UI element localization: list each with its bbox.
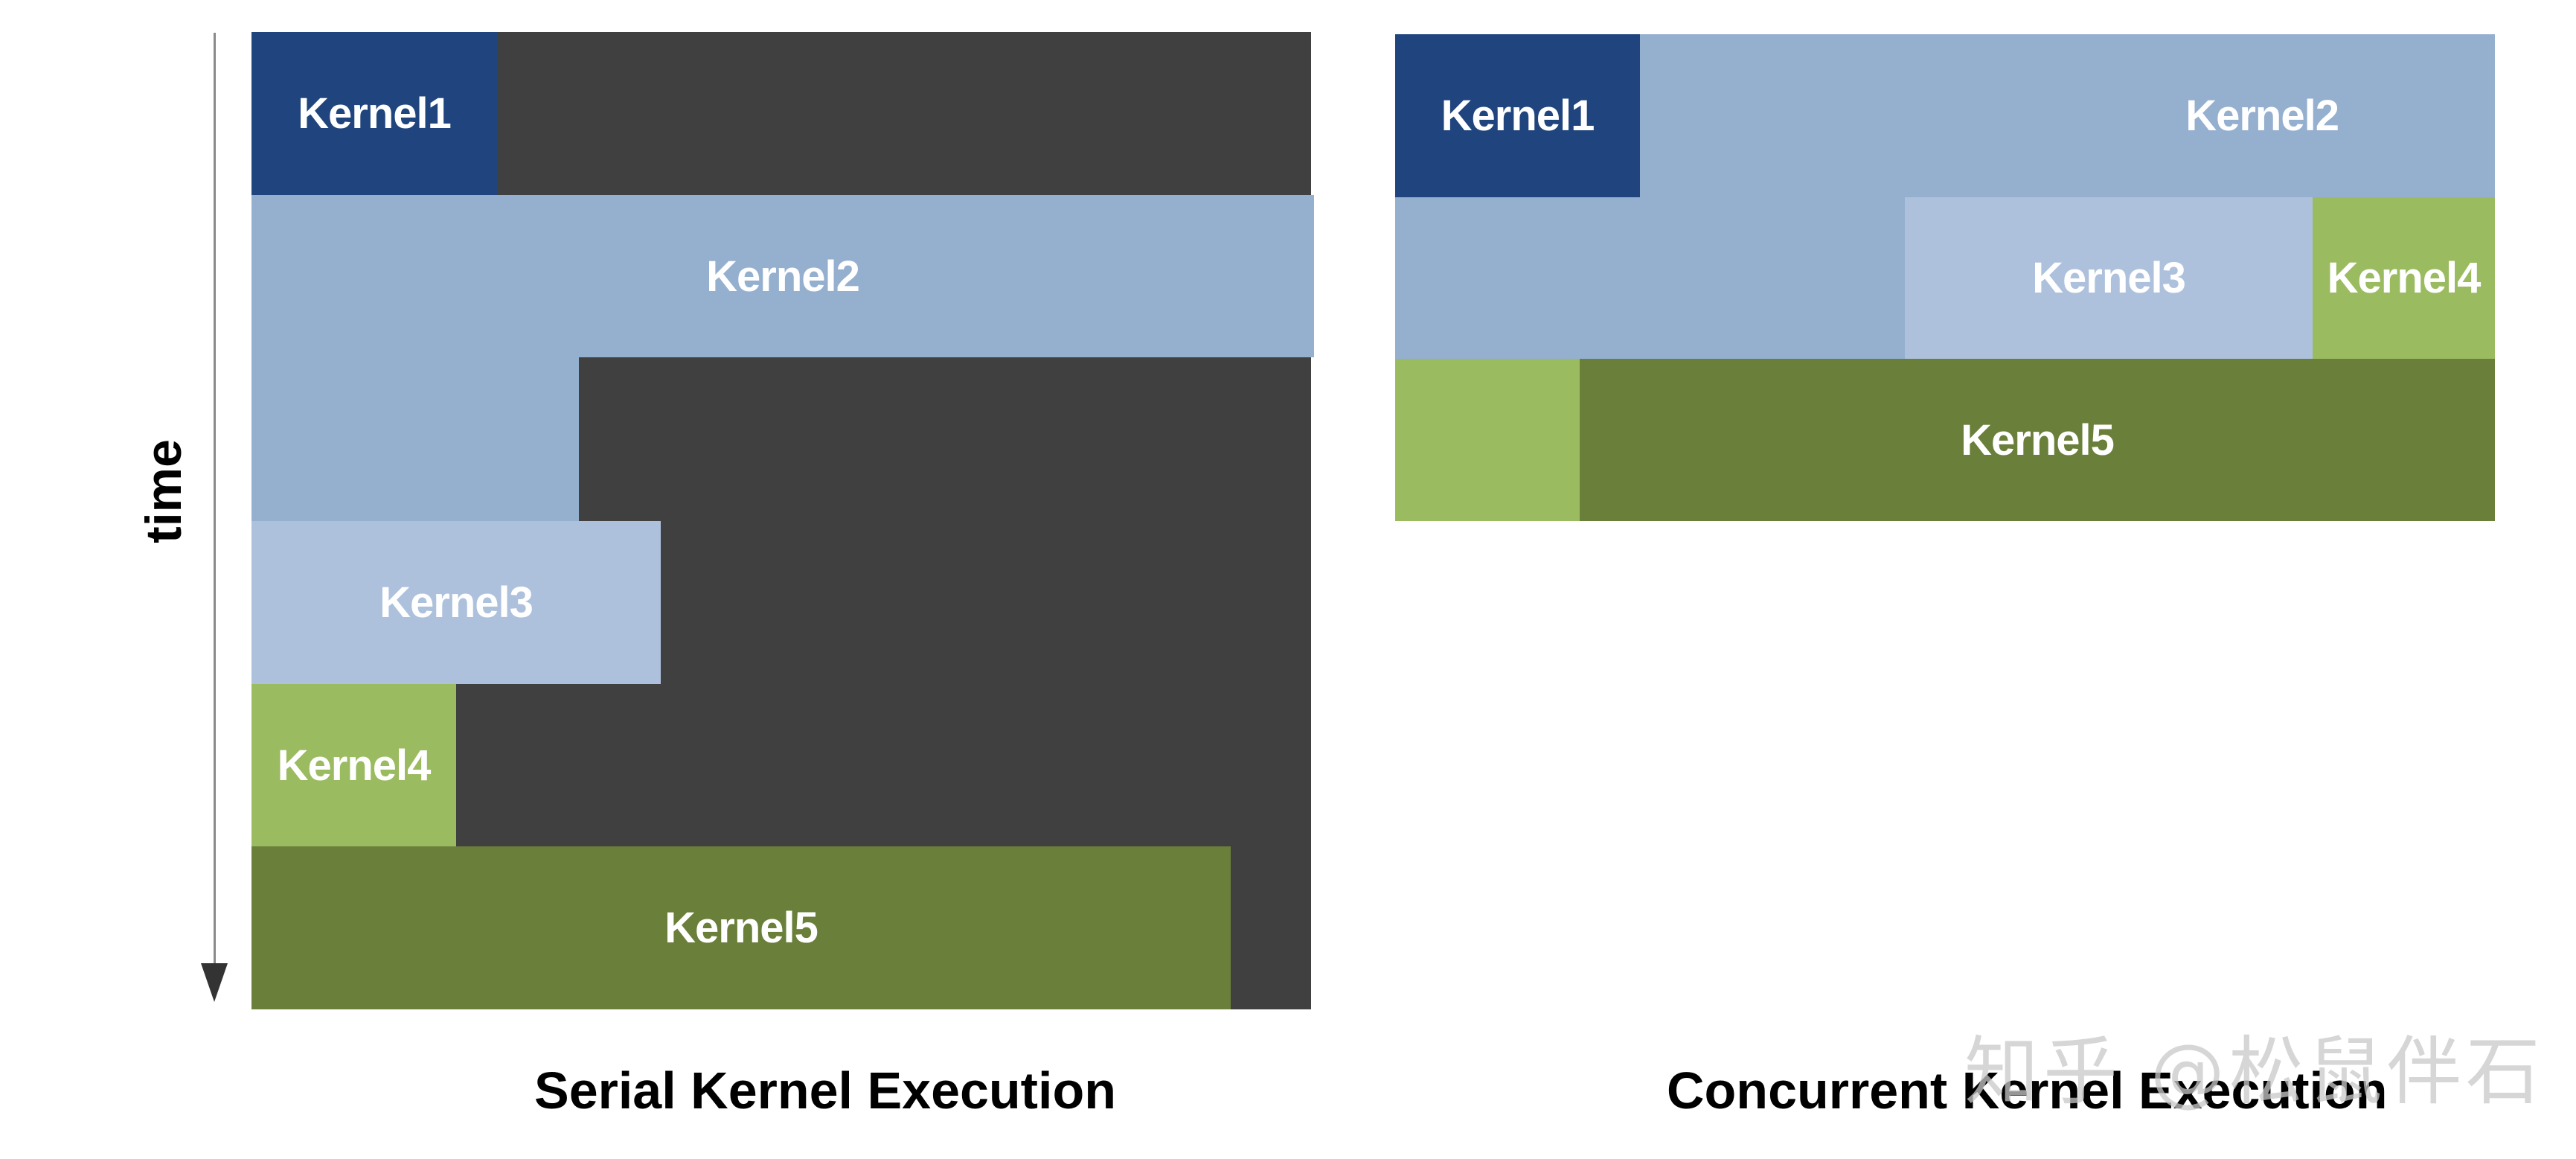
time-axis-label: time	[135, 439, 192, 543]
concurrent-kernel3-label: Kernel3	[2032, 254, 2186, 302]
concurrent-kernel1: Kernel1	[1395, 34, 1640, 197]
concurrent-kernel4-label: Kernel4	[2327, 254, 2482, 302]
serial-kernel1-label: Kernel1	[298, 89, 452, 138]
serial-kernel2: Kernel2	[251, 195, 1314, 357]
time-axis-arrowhead	[201, 963, 228, 1002]
concurrent-kernel4: Kernel4	[2313, 197, 2495, 359]
serial-kernel2-tail	[251, 357, 579, 521]
concurrent-kernel5-label: Kernel5	[1961, 415, 2115, 464]
serial-kernel4-label: Kernel4	[277, 741, 432, 790]
concurrent-kernel5: Kernel5	[1580, 359, 2495, 521]
concurrent-title: Concurrent Kernel Execution	[1667, 1061, 2388, 1120]
serial-kernel2-label: Kernel2	[706, 252, 860, 301]
concurrent-kernel2-label: Kernel2	[2185, 92, 2339, 140]
concurrent-kernel1-label: Kernel1	[1441, 92, 1595, 140]
time-axis-line	[214, 33, 216, 971]
watermark: 知乎 @松鼠伴石	[1964, 1027, 2545, 1115]
concurrent-kernel4-tail	[1395, 359, 1580, 521]
serial-kernel5-label: Kernel5	[664, 904, 818, 952]
serial-title: Serial Kernel Execution	[534, 1061, 1116, 1120]
serial-kernel4: Kernel4	[251, 684, 456, 846]
serial-kernel1: Kernel1	[251, 32, 497, 195]
serial-kernel5: Kernel5	[251, 846, 1231, 1009]
serial-kernel3: Kernel3	[251, 521, 661, 684]
concurrent-kernel3: Kernel3	[1905, 197, 2313, 359]
serial-kernel3-label: Kernel3	[379, 578, 534, 627]
